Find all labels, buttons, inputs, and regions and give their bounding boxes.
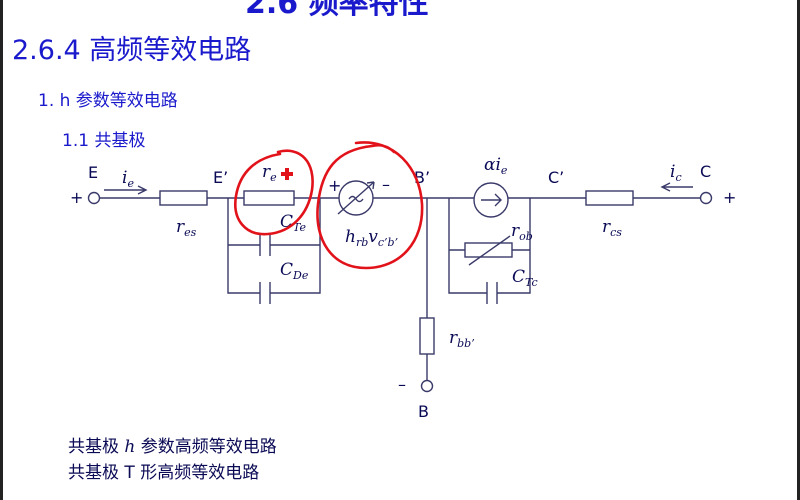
voltage-source-slash [337, 181, 375, 215]
label-cde: CDe [280, 260, 309, 282]
node-label-e-prime: E’ [213, 168, 228, 187]
label-rbb: rbb’ [449, 328, 475, 350]
voltage-source-arrowhead [366, 181, 375, 190]
minus-sign-b: – [398, 375, 406, 394]
ic-arrow-icon [660, 182, 693, 192]
resistor-rbb [419, 317, 435, 355]
resistor-rcs [585, 190, 634, 206]
label-ctc: CTc [512, 267, 538, 289]
plus-sign-e: + [70, 188, 83, 207]
label-ie: ie [122, 168, 134, 190]
caption-h-parameter: 共基极 h 参数高频等效电路 [68, 437, 277, 457]
right-border [797, 0, 800, 500]
label-re: re [262, 162, 277, 184]
label-current-source: αie [484, 155, 508, 177]
label-res: res [176, 217, 197, 239]
emitter-junction-network [227, 198, 321, 304]
plus-sign-source: + [328, 176, 341, 195]
terminal-b [420, 379, 434, 393]
voltage-source-circle [338, 180, 374, 216]
node-label-e: E [88, 163, 98, 182]
current-source-arrow [481, 193, 502, 207]
subsubsection-heading: 1.1 共基极 [62, 131, 146, 151]
caption-t-model: 共基极 T 形高频等效电路 [68, 463, 260, 483]
resistor-rob [464, 242, 513, 258]
section-title-cropped: 2.6 频率特性 [245, 0, 429, 21]
label-rcs: rcs [602, 217, 622, 239]
ie-arrow-icon [104, 185, 148, 195]
voltage-source-tilde [348, 195, 364, 203]
resistor-res [159, 190, 208, 206]
annotation-circle-re [234, 149, 314, 236]
page-title: 2.6.4 高频等效电路 [12, 35, 252, 66]
minus-sign-source: – [382, 175, 390, 194]
annotation-circle-source [316, 141, 424, 270]
label-ic: ic [670, 162, 682, 184]
terminal-e [87, 191, 101, 205]
terminal-c [699, 191, 713, 205]
annotation-cursor-icon [281, 168, 293, 180]
current-source-circle [473, 182, 509, 218]
left-border [0, 0, 3, 500]
label-voltage-source: hrbvc’b’ [345, 227, 398, 249]
node-label-b: B [418, 402, 429, 421]
resistor-rob-slash [468, 235, 511, 266]
label-rob: rob [511, 221, 533, 243]
collector-network [448, 198, 531, 304]
node-label-c-prime: C’ [548, 168, 564, 187]
subsection-heading: 1. h 参数等效电路 [38, 91, 178, 111]
resistor-re [243, 190, 295, 206]
node-label-c: C [700, 162, 711, 181]
plus-sign-c: + [723, 188, 736, 207]
